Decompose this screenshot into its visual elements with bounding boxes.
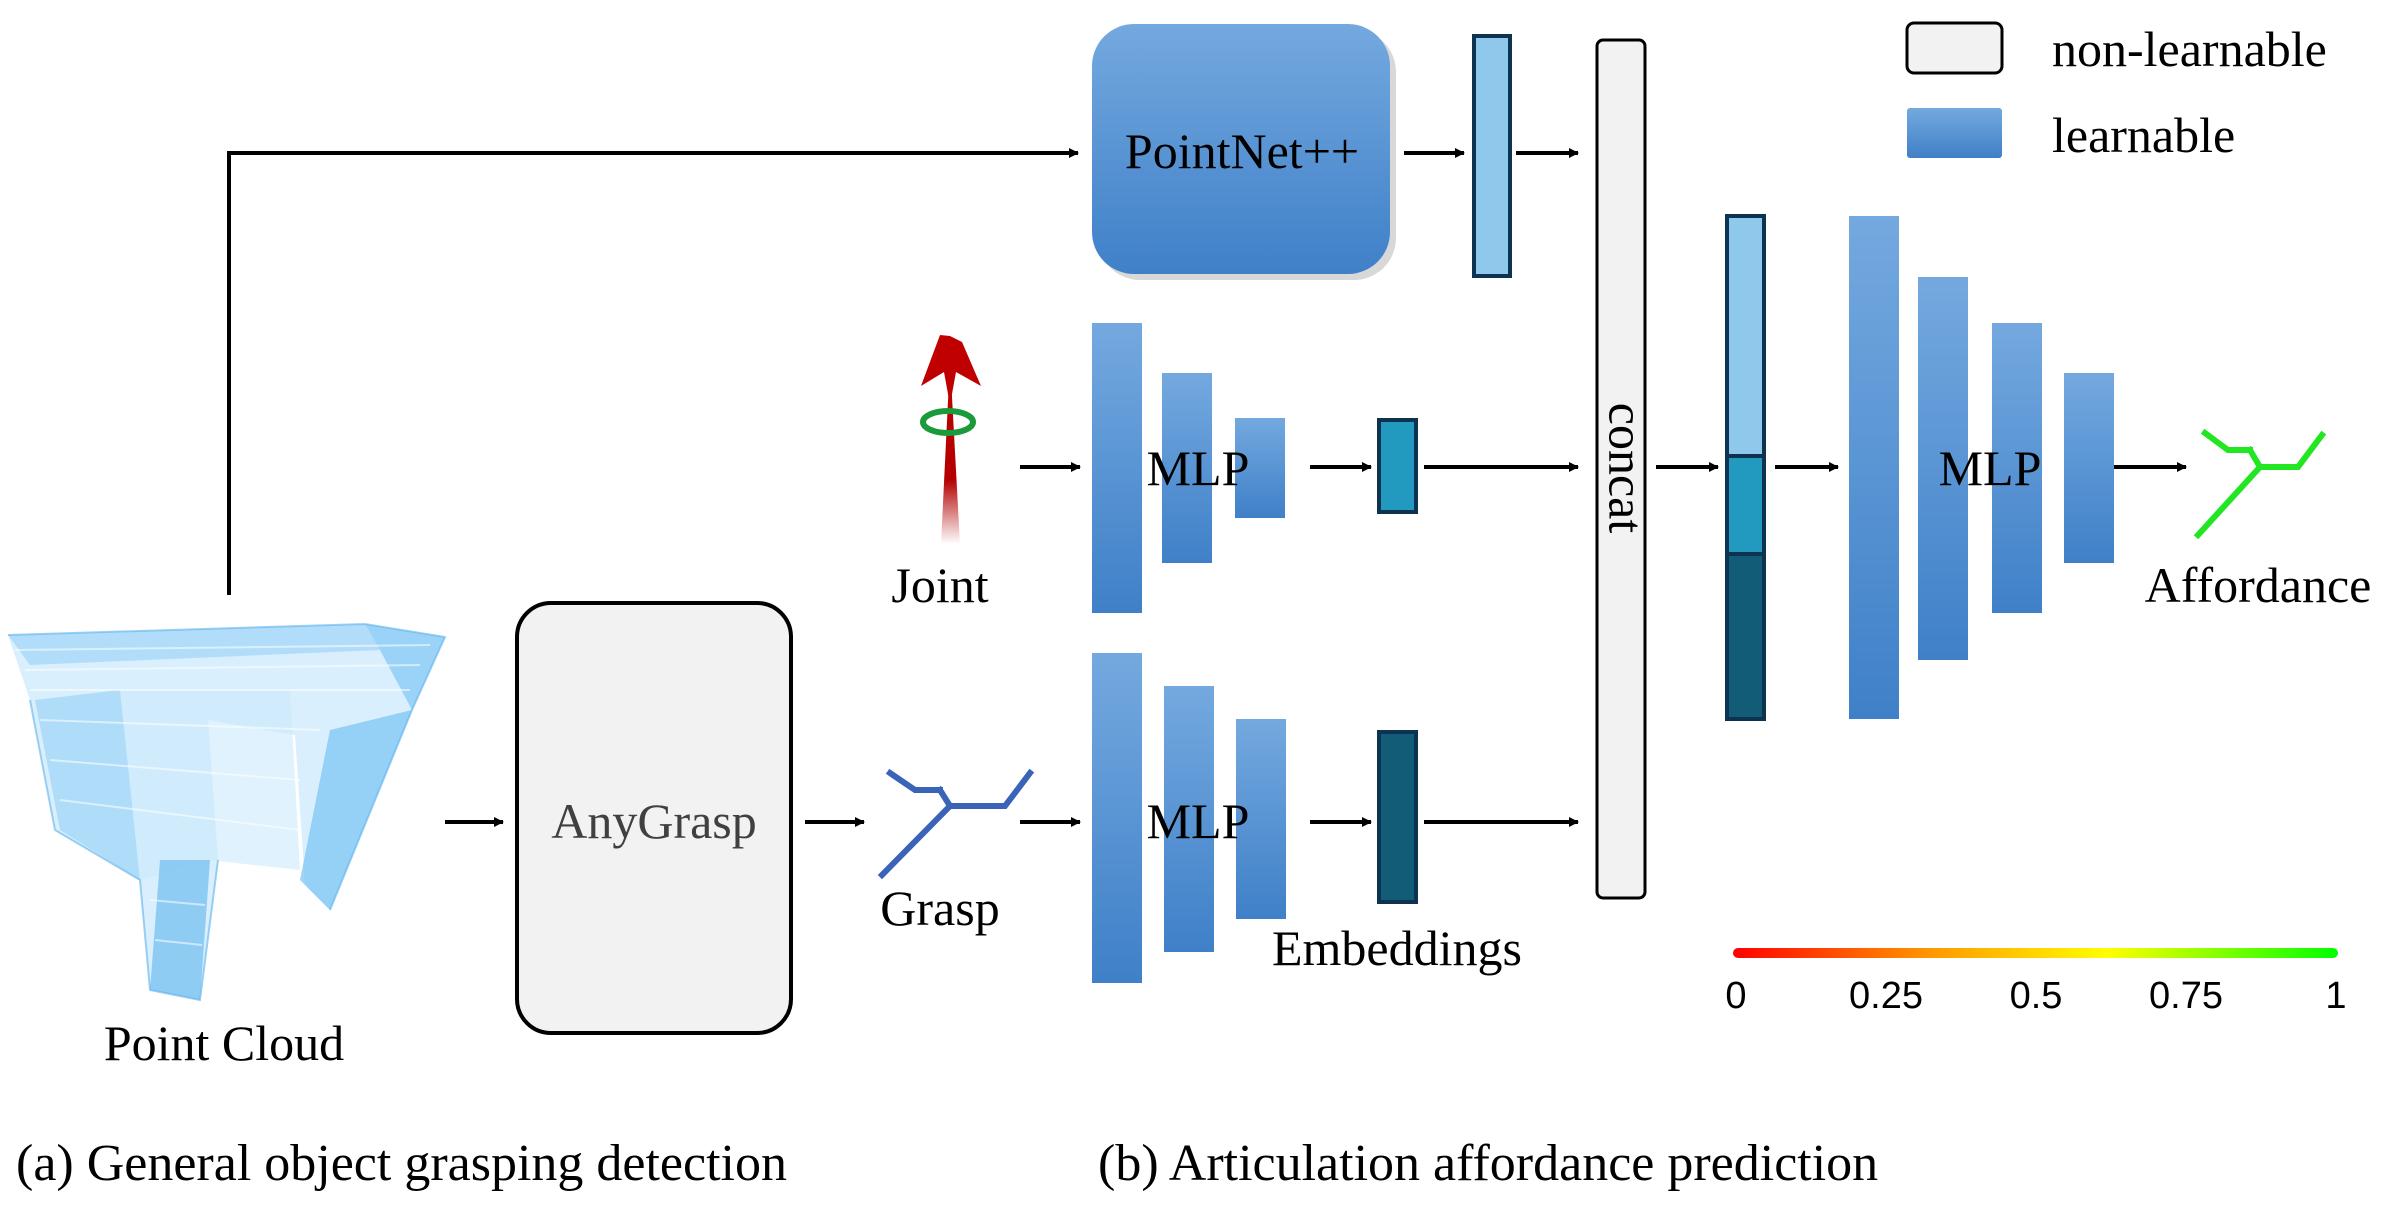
mlp-output-label: MLP bbox=[1939, 440, 2042, 496]
legend-non-learnable-swatch bbox=[1905, 21, 2004, 75]
grasp-icon bbox=[877, 768, 1035, 880]
joint-icon bbox=[920, 335, 981, 544]
affordance-icon bbox=[2193, 428, 2327, 540]
mlp-joint-label: MLP bbox=[1147, 440, 1250, 496]
colorbar-ticks: 0 0.25 0.5 0.75 1 bbox=[1725, 975, 2346, 1017]
colorbar-tick-4: 1 bbox=[2325, 975, 2346, 1017]
joint-label: Joint bbox=[891, 557, 988, 613]
concat-label: concat bbox=[1599, 403, 1655, 534]
colorbar-tick-1: 0.25 bbox=[1849, 975, 1923, 1017]
arrow-pointcloud-to-pointnet bbox=[227, 148, 1079, 595]
pointnet-label: PointNet++ bbox=[1125, 123, 1359, 179]
mlp-output-block bbox=[1849, 216, 2114, 719]
point-cloud-label: Point Cloud bbox=[104, 1015, 344, 1071]
caption-a: (a) General object grasping detection bbox=[16, 1135, 787, 1192]
embeddings-label: Embeddings bbox=[1272, 920, 1522, 976]
grasp-label: Grasp bbox=[880, 880, 999, 936]
colorbar-tick-3: 0.75 bbox=[2149, 975, 2223, 1017]
point-cloud-icon bbox=[7, 622, 447, 1002]
legend-learnable-label: learnable bbox=[2052, 107, 2235, 163]
affordance-colorbar bbox=[1733, 948, 2338, 958]
concatenated-feature-stack bbox=[1725, 214, 1766, 721]
mlp-grasp-block bbox=[1092, 653, 1286, 983]
caption-b: (b) Articulation affordance prediction bbox=[1098, 1135, 1878, 1192]
colorbar-tick-2: 0.5 bbox=[2010, 975, 2063, 1017]
joint-embedding-vector bbox=[1377, 418, 1418, 514]
anygrasp-label: AnyGrasp bbox=[551, 793, 757, 849]
affordance-label: Affordance bbox=[2145, 557, 2372, 613]
grasp-embedding-vector bbox=[1377, 730, 1418, 904]
legend-non-learnable-label: non-learnable bbox=[2052, 21, 2327, 77]
pointnet-block bbox=[1092, 24, 1390, 274]
mlp-grasp-label: MLP bbox=[1147, 793, 1250, 849]
concat-block bbox=[1595, 38, 1647, 900]
mlp-joint-block bbox=[1092, 323, 1285, 613]
pointnet-feature-vector bbox=[1472, 34, 1512, 278]
connectors bbox=[227, 148, 2187, 827]
legend-learnable-swatch bbox=[1907, 108, 2002, 158]
colorbar-tick-0: 0 bbox=[1725, 975, 1746, 1017]
anygrasp-block bbox=[515, 601, 793, 1035]
